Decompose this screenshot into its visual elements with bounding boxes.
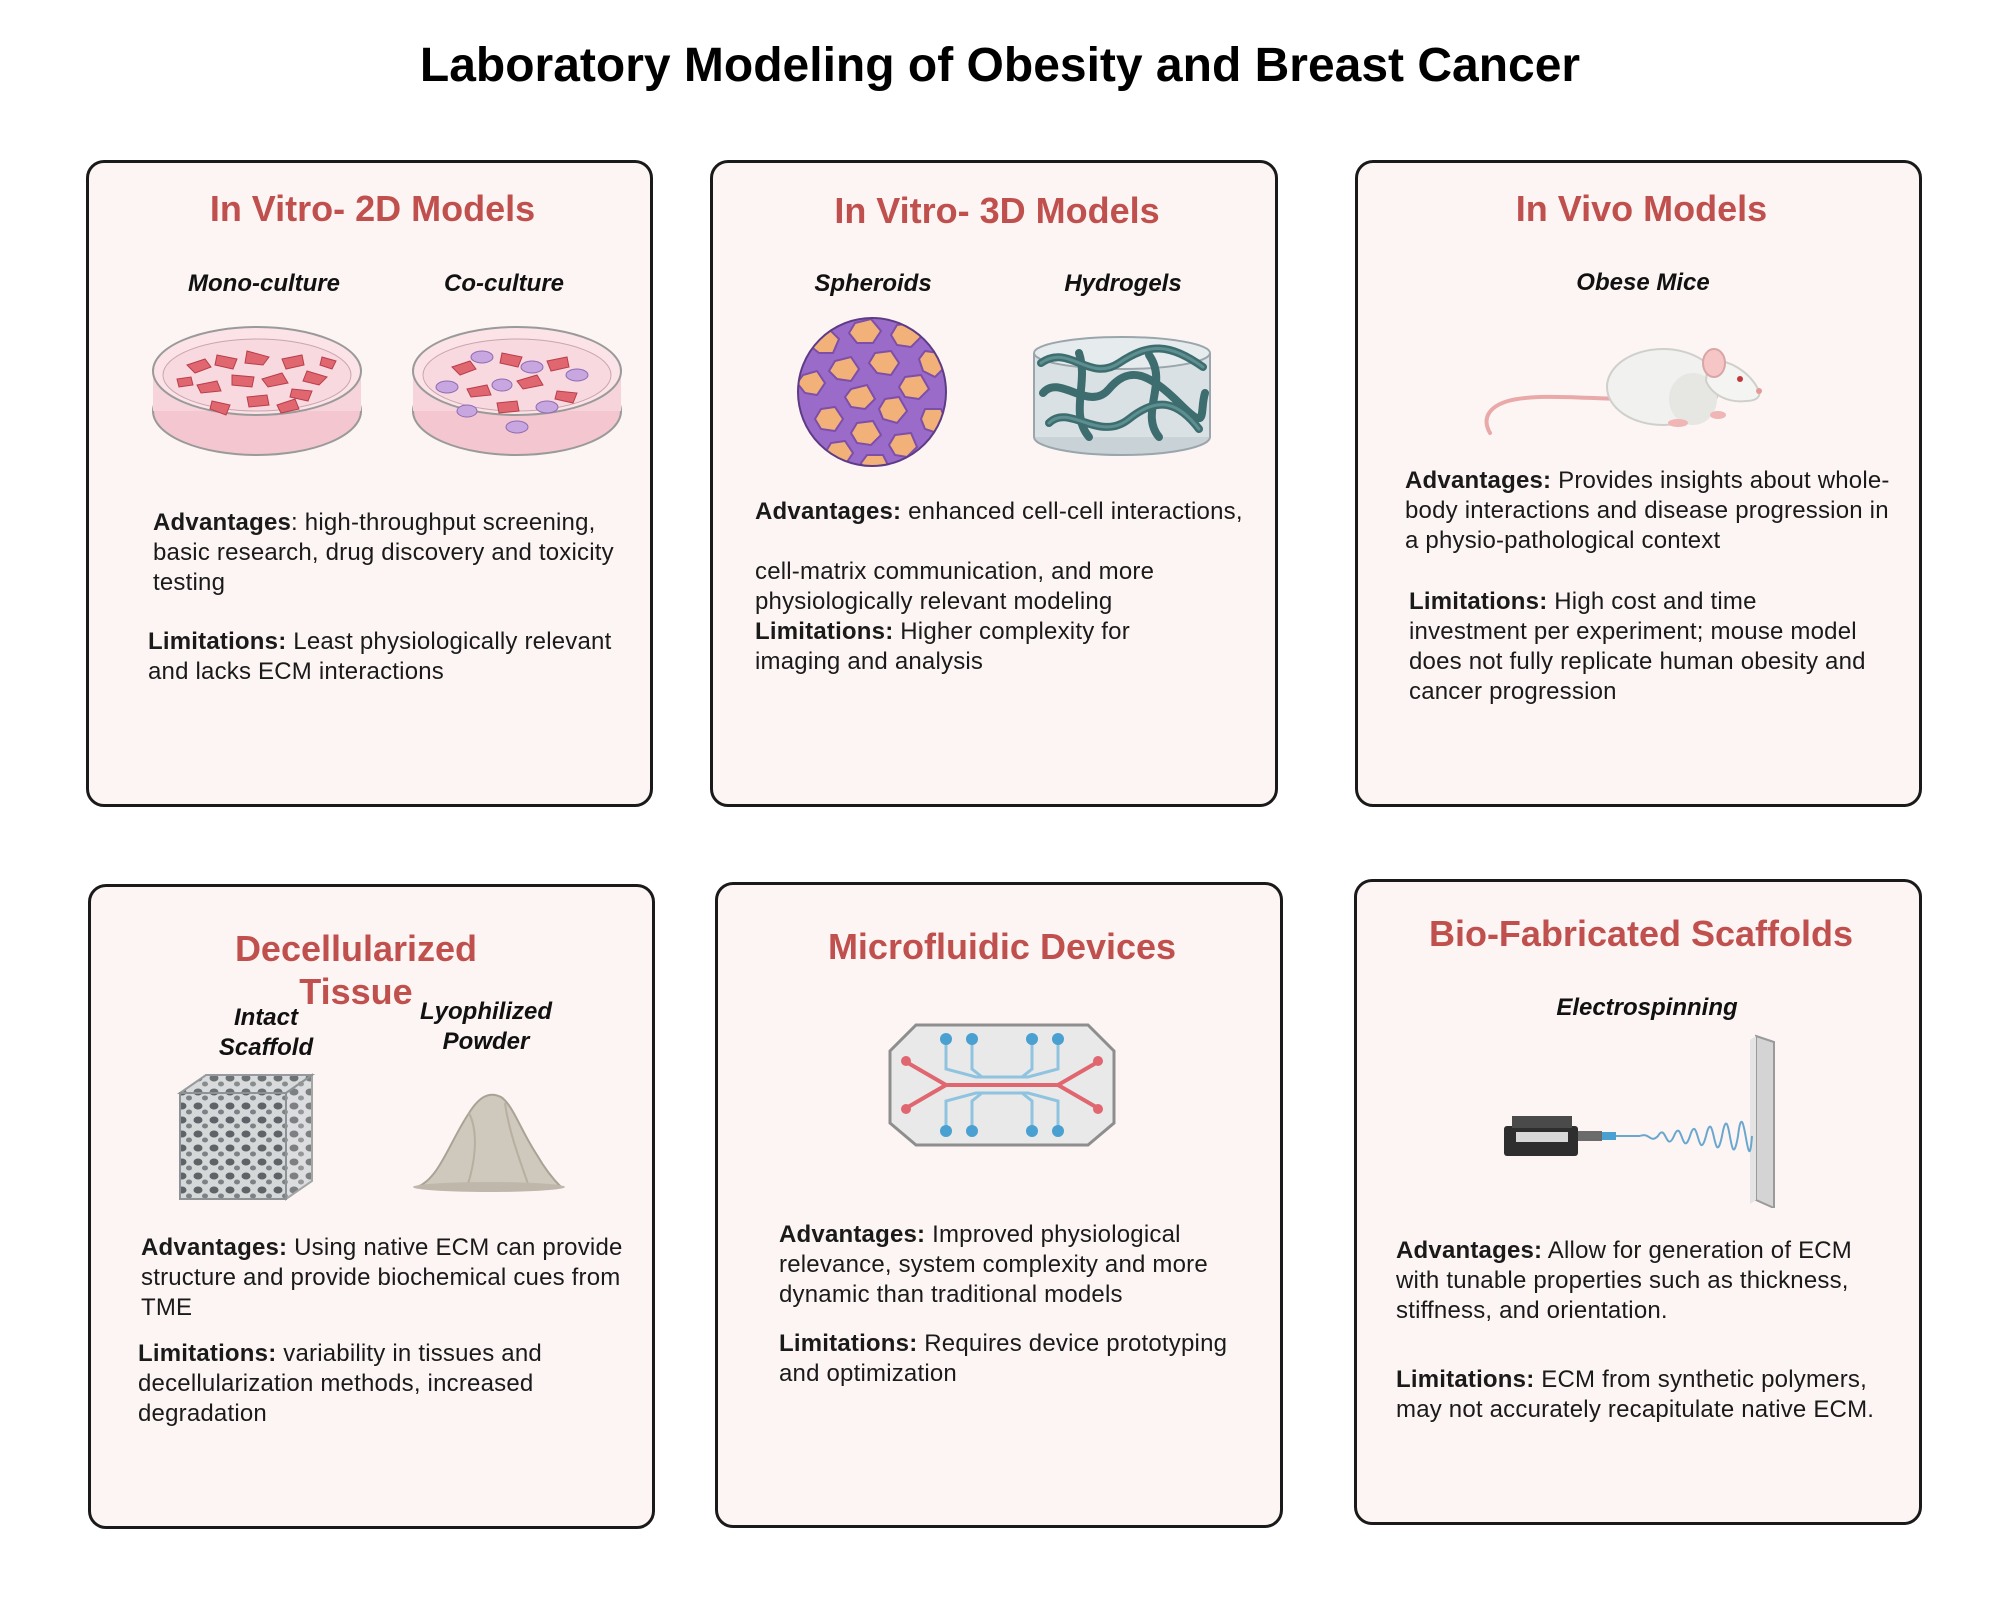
- panel-title: Microfluidic Devices: [827, 926, 1177, 967]
- advantages-text: Advantages: Improved physiological relev…: [779, 1221, 1208, 1308]
- page-title: Laboratory Modeling of Obesity and Breas…: [419, 39, 1581, 92]
- limitations-text: Limitations: Higher complexity for imagi…: [755, 618, 1130, 675]
- advantages-label: Advantages:: [1405, 467, 1552, 494]
- panel-bio-fabricated-scaffolds: Bio-Fabricated Scaffolds Electrospinning…: [1354, 879, 1922, 1525]
- limitations-label: Limitations:: [138, 1340, 277, 1367]
- coculture-dish-icon: [412, 326, 622, 456]
- limitations-label: Limitations:: [1396, 1366, 1535, 1393]
- subtitle-hydrogels: Hydrogels: [1064, 270, 1182, 297]
- electrospinning-icon: [1504, 1034, 1775, 1208]
- hydrogel-icon: [1033, 336, 1211, 456]
- panel-in-vitro-3d: In Vitro- 3D Models Spheroids Hydrogels: [710, 160, 1278, 807]
- panel-title: In Vitro- 3D Models: [834, 190, 1160, 231]
- microfluidic-chip-icon: [888, 1023, 1116, 1147]
- limitations-text: Limitations: variability in tissues and …: [138, 1340, 542, 1427]
- limitations-text: Limitations: Least physiologically relev…: [148, 628, 612, 685]
- subtitle-intact-scaffold: Intact Scaffold: [218, 1004, 314, 1061]
- powder-pile-icon: [413, 1093, 565, 1192]
- subtitle-electrospinning: Electrospinning: [1556, 994, 1738, 1021]
- mouse-icon: [1484, 348, 1762, 435]
- limitations-label: Limitations:: [779, 1330, 918, 1357]
- advantages-label: Advantages:: [1396, 1237, 1543, 1264]
- panel-title: In Vitro- 2D Models: [209, 188, 536, 229]
- advantages-text-2: cell-matrix communication, and more phys…: [755, 558, 1155, 615]
- limitations-label: Limitations:: [148, 628, 287, 655]
- subtitle-mono-culture: Mono-culture: [188, 270, 340, 297]
- subtitle-lyophilized-powder: Lyophilized Powder: [420, 998, 552, 1055]
- scaffold-cube-icon: [176, 1073, 316, 1201]
- subtitle-co-culture: Co-culture: [444, 270, 564, 297]
- panel-title: Bio-Fabricated Scaffolds: [1428, 913, 1854, 954]
- advantages-text: Advantages: Using native ECM can provide…: [141, 1234, 623, 1321]
- advantages-text: Advantages: Allow for generation of ECM …: [1396, 1237, 1852, 1324]
- petri-dish-icon: [152, 326, 362, 456]
- advantages-text: Advantages: high-throughput screening, b…: [153, 509, 614, 596]
- spheroid-icon: [797, 317, 947, 467]
- limitations-label: Limitations:: [755, 618, 894, 645]
- subtitle-spheroids: Spheroids: [814, 270, 932, 297]
- limitations-text: Limitations: High cost and time investme…: [1409, 588, 1866, 705]
- panel-title: In Vivo Models: [1515, 188, 1768, 229]
- advantages-label: Advantages:: [755, 498, 902, 525]
- limitations-text: Limitations: Requires device prototyping…: [779, 1330, 1228, 1387]
- panel-in-vitro-2d: In Vitro- 2D Models Mono-culture Co-cult…: [86, 160, 653, 807]
- advantages-label: Advantages:: [141, 1234, 288, 1261]
- limitations-label: Limitations:: [1409, 588, 1548, 615]
- panel-title: Decellularized Tissue: [234, 928, 478, 1012]
- panel-decellularized-tissue: Decellularized Tissue Intact Scaffold Ly…: [88, 884, 655, 1529]
- advantages-label: Advantages: [153, 509, 292, 536]
- advantages-text: Advantages: enhanced cell-cell interacti…: [755, 498, 1243, 525]
- advantages-text: Advantages: Provides insights about whol…: [1405, 467, 1890, 554]
- subtitle-obese-mice: Obese Mice: [1576, 269, 1710, 296]
- panel-microfluidic-devices: Microfluidic Devices Advantages: Improve…: [715, 882, 1283, 1528]
- panel-in-vivo: In Vivo Models Obese Mice Advantages: Pr…: [1355, 160, 1922, 807]
- limitations-text: Limitations: ECM from synthetic polymers…: [1396, 1366, 1875, 1423]
- advantages-label: Advantages:: [779, 1221, 926, 1248]
